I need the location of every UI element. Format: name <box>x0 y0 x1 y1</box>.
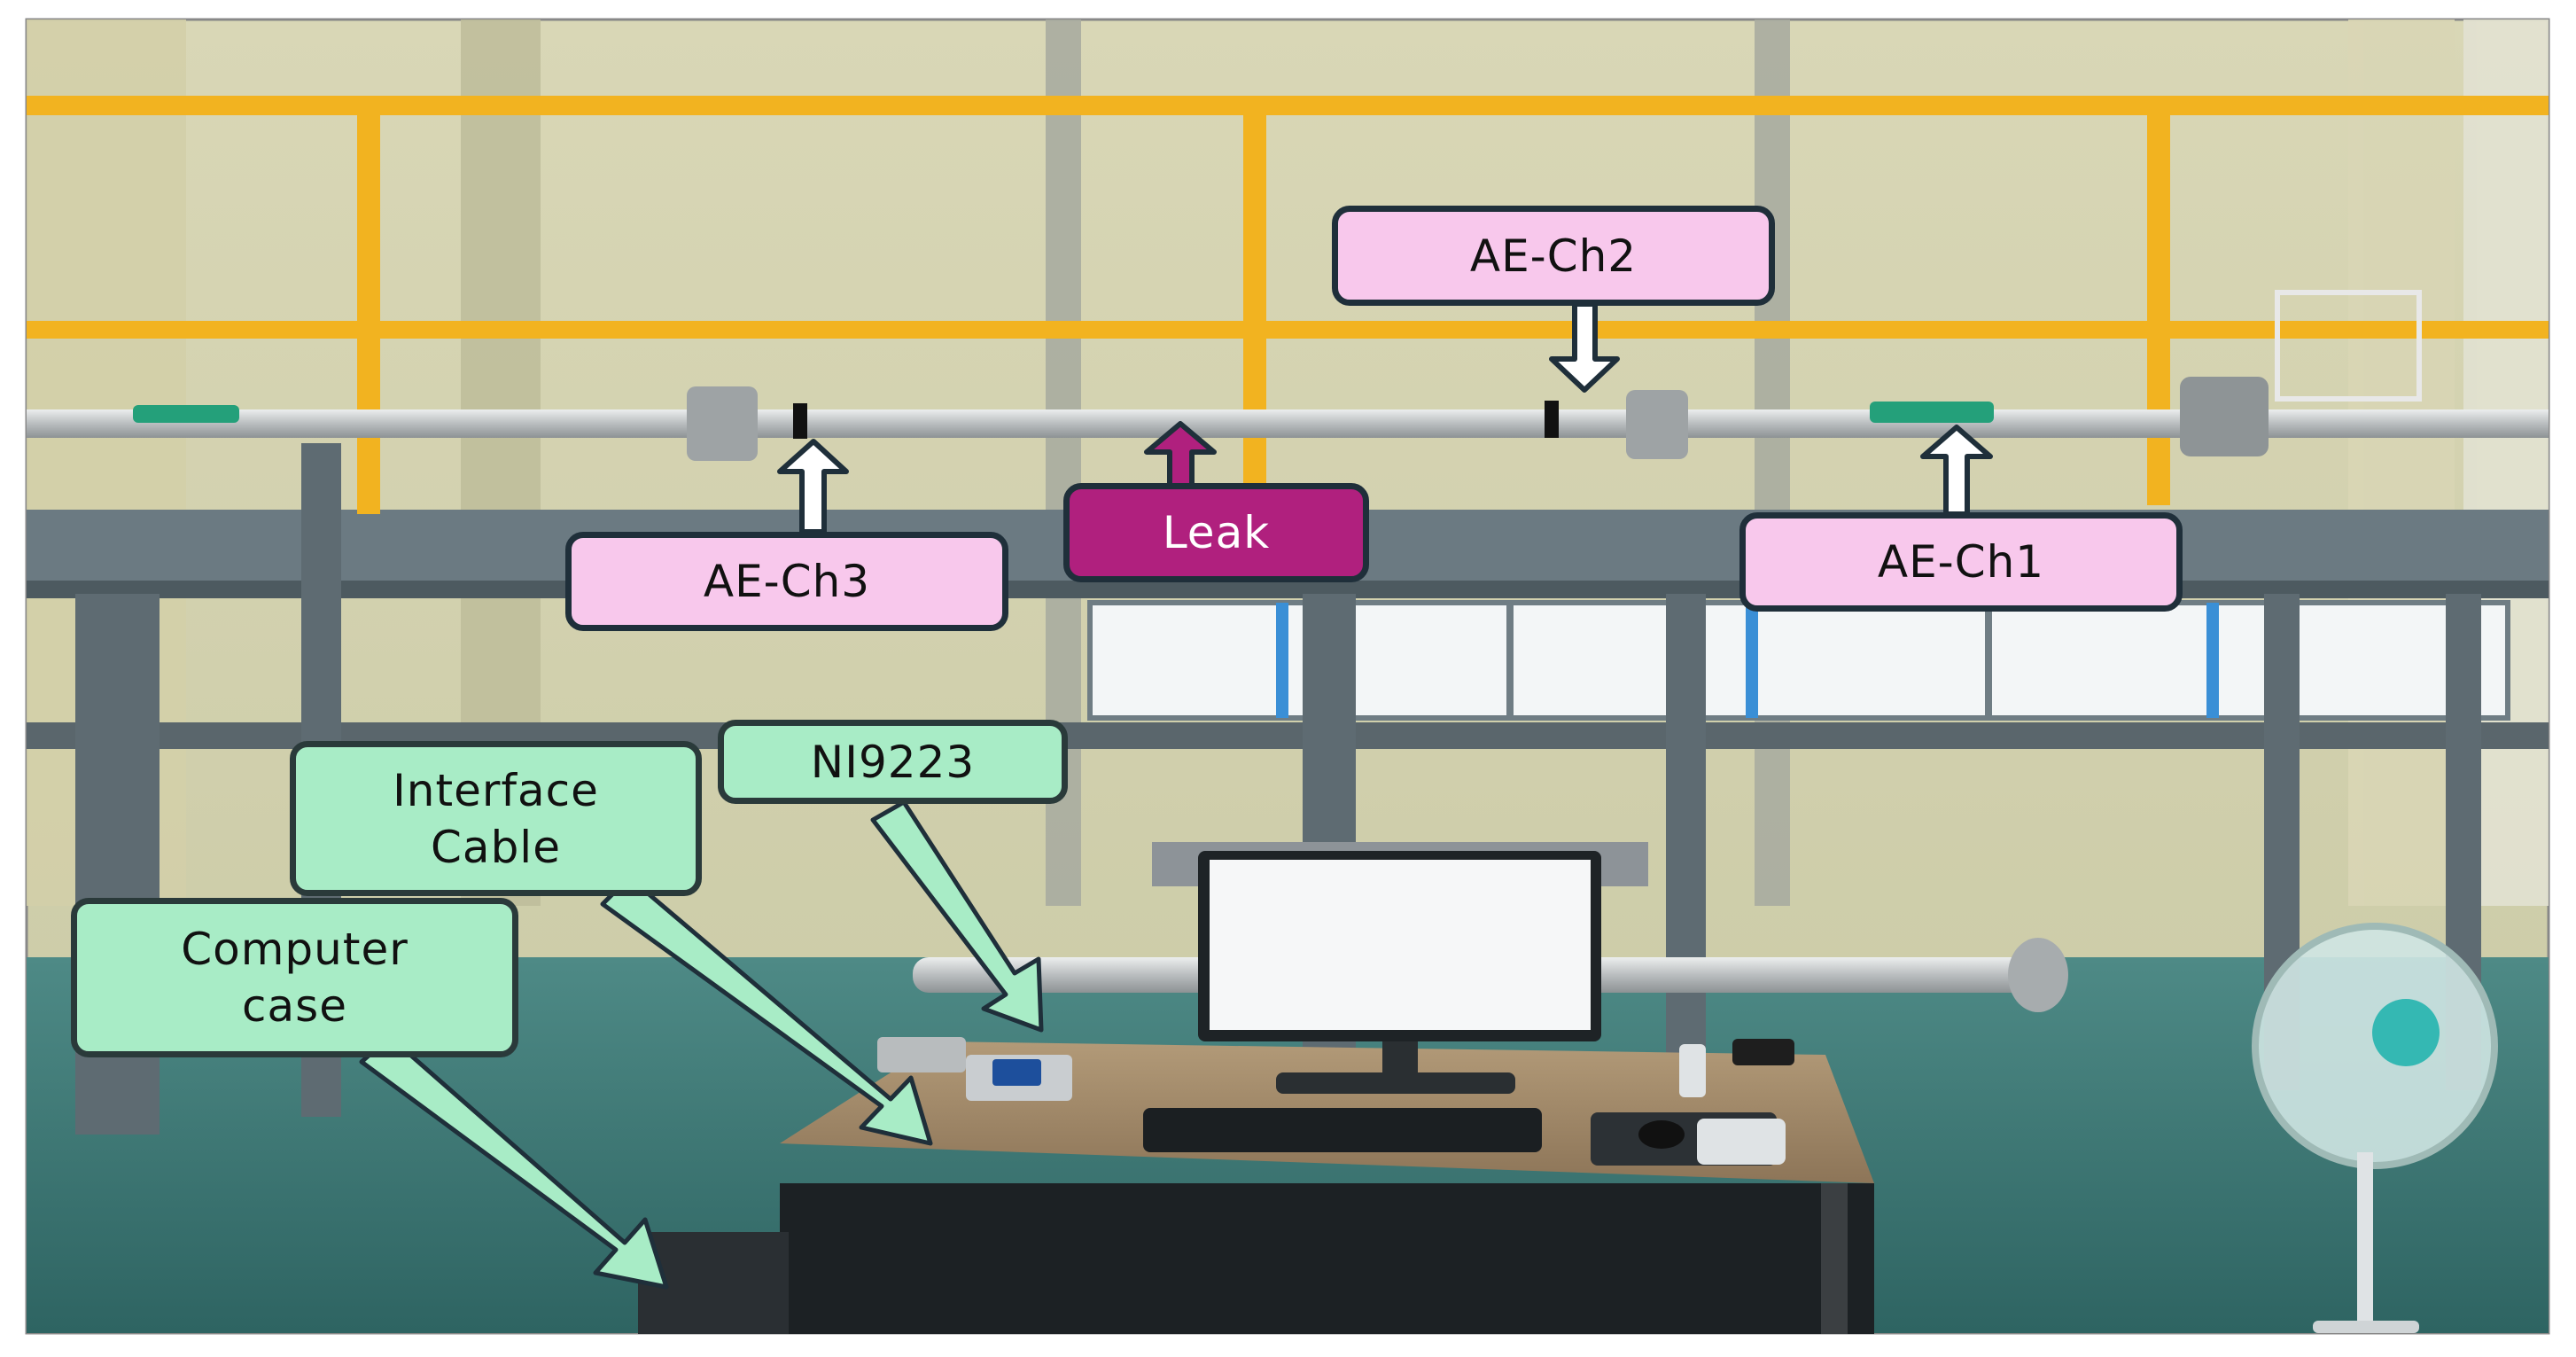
label-ae-ch3-text: AE-Ch3 <box>703 556 871 607</box>
equipment-arrows <box>359 799 1044 1290</box>
label-ae-ch1: AE-Ch1 <box>1739 512 2183 612</box>
label-computer-case-line1: Computer <box>181 924 409 975</box>
label-ae-ch1-text: AE-Ch1 <box>1877 536 2045 588</box>
label-ae-ch2: AE-Ch2 <box>1332 206 1775 306</box>
monitor <box>1198 851 1601 1094</box>
label-leak: Leak <box>1063 483 1369 582</box>
arrow-ae-ch1 <box>1920 425 1993 517</box>
label-computer-case: Computer case <box>71 898 518 1057</box>
label-leak-text: Leak <box>1162 507 1271 558</box>
standing-fan <box>2252 923 2498 1333</box>
label-interface-cable-line1: Interface <box>393 764 599 816</box>
label-interface-cable: Interface Cable <box>290 741 702 896</box>
arrow-computer-case <box>359 1034 669 1290</box>
label-computer-case-line2: case <box>242 980 347 1032</box>
desk-items <box>877 1037 1794 1166</box>
label-interface-cable-line2: Cable <box>431 821 561 873</box>
arrow-ni9223 <box>870 799 1044 1033</box>
label-ni9223: NI9223 <box>718 720 1068 804</box>
main-pipe <box>27 290 2549 461</box>
sensor-arrows <box>777 301 1993 534</box>
arrow-leak <box>1144 421 1217 488</box>
arrow-interface-cable <box>600 875 933 1146</box>
arrow-ae-ch2 <box>1549 301 1620 393</box>
label-ae-ch2-text: AE-Ch2 <box>1469 230 1638 282</box>
label-ae-ch3: AE-Ch3 <box>565 532 1008 631</box>
label-ni9223-text: NI9223 <box>810 736 976 788</box>
arrow-ae-ch3 <box>777 439 849 534</box>
